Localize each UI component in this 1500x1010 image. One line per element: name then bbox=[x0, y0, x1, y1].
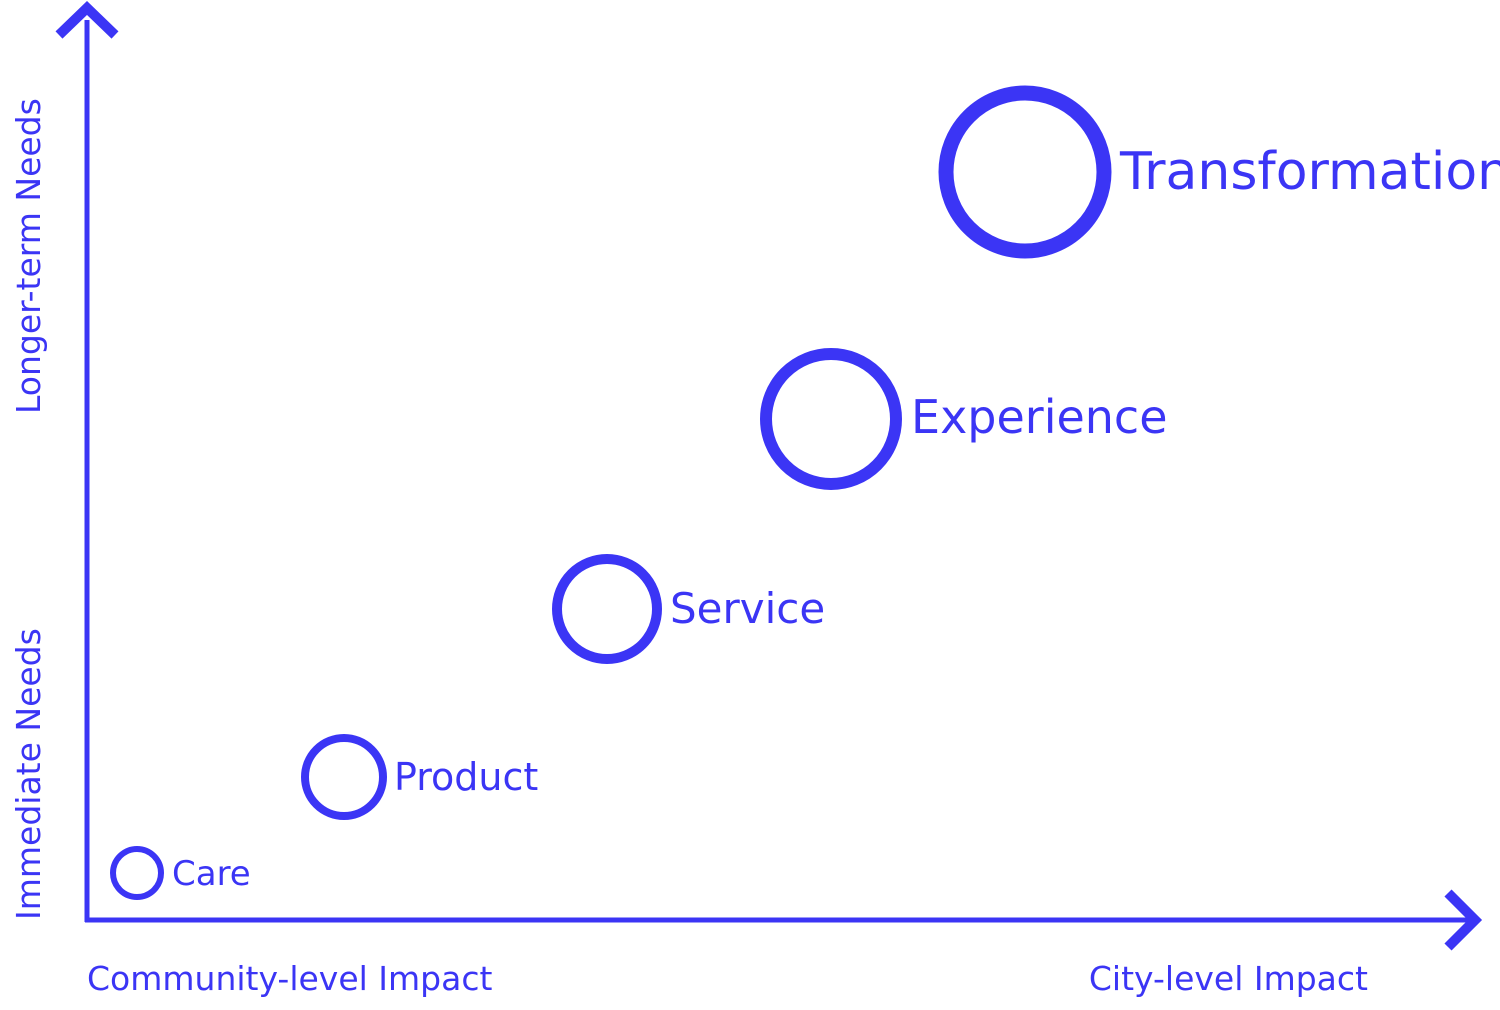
x-axis-end-label: City-level Impact bbox=[1089, 959, 1368, 998]
label-product: Product bbox=[394, 755, 538, 799]
bubble-care bbox=[110, 846, 164, 900]
x-axis-arrowhead bbox=[1444, 889, 1483, 951]
label-experience: Experience bbox=[911, 390, 1168, 444]
label-service: Service bbox=[670, 584, 825, 633]
stage-bubbles: Care Product Service Experience Transformati… bbox=[110, 85, 1500, 900]
y-axis-arrowhead bbox=[55, 1, 119, 39]
bubble-transformation bbox=[938, 85, 1112, 259]
label-transformation: Transformation bbox=[1119, 142, 1500, 202]
bubble-service bbox=[552, 554, 662, 664]
label-care: Care bbox=[172, 854, 251, 894]
bubble-product bbox=[301, 734, 387, 820]
bubble-experience bbox=[760, 348, 902, 490]
axes bbox=[55, 1, 1483, 951]
y-axis-end-label: Longer-term Needs bbox=[9, 98, 48, 414]
x-axis-start-label: Community-level Impact bbox=[87, 959, 492, 998]
y-axis-start-label: Immediate Needs bbox=[9, 628, 48, 920]
